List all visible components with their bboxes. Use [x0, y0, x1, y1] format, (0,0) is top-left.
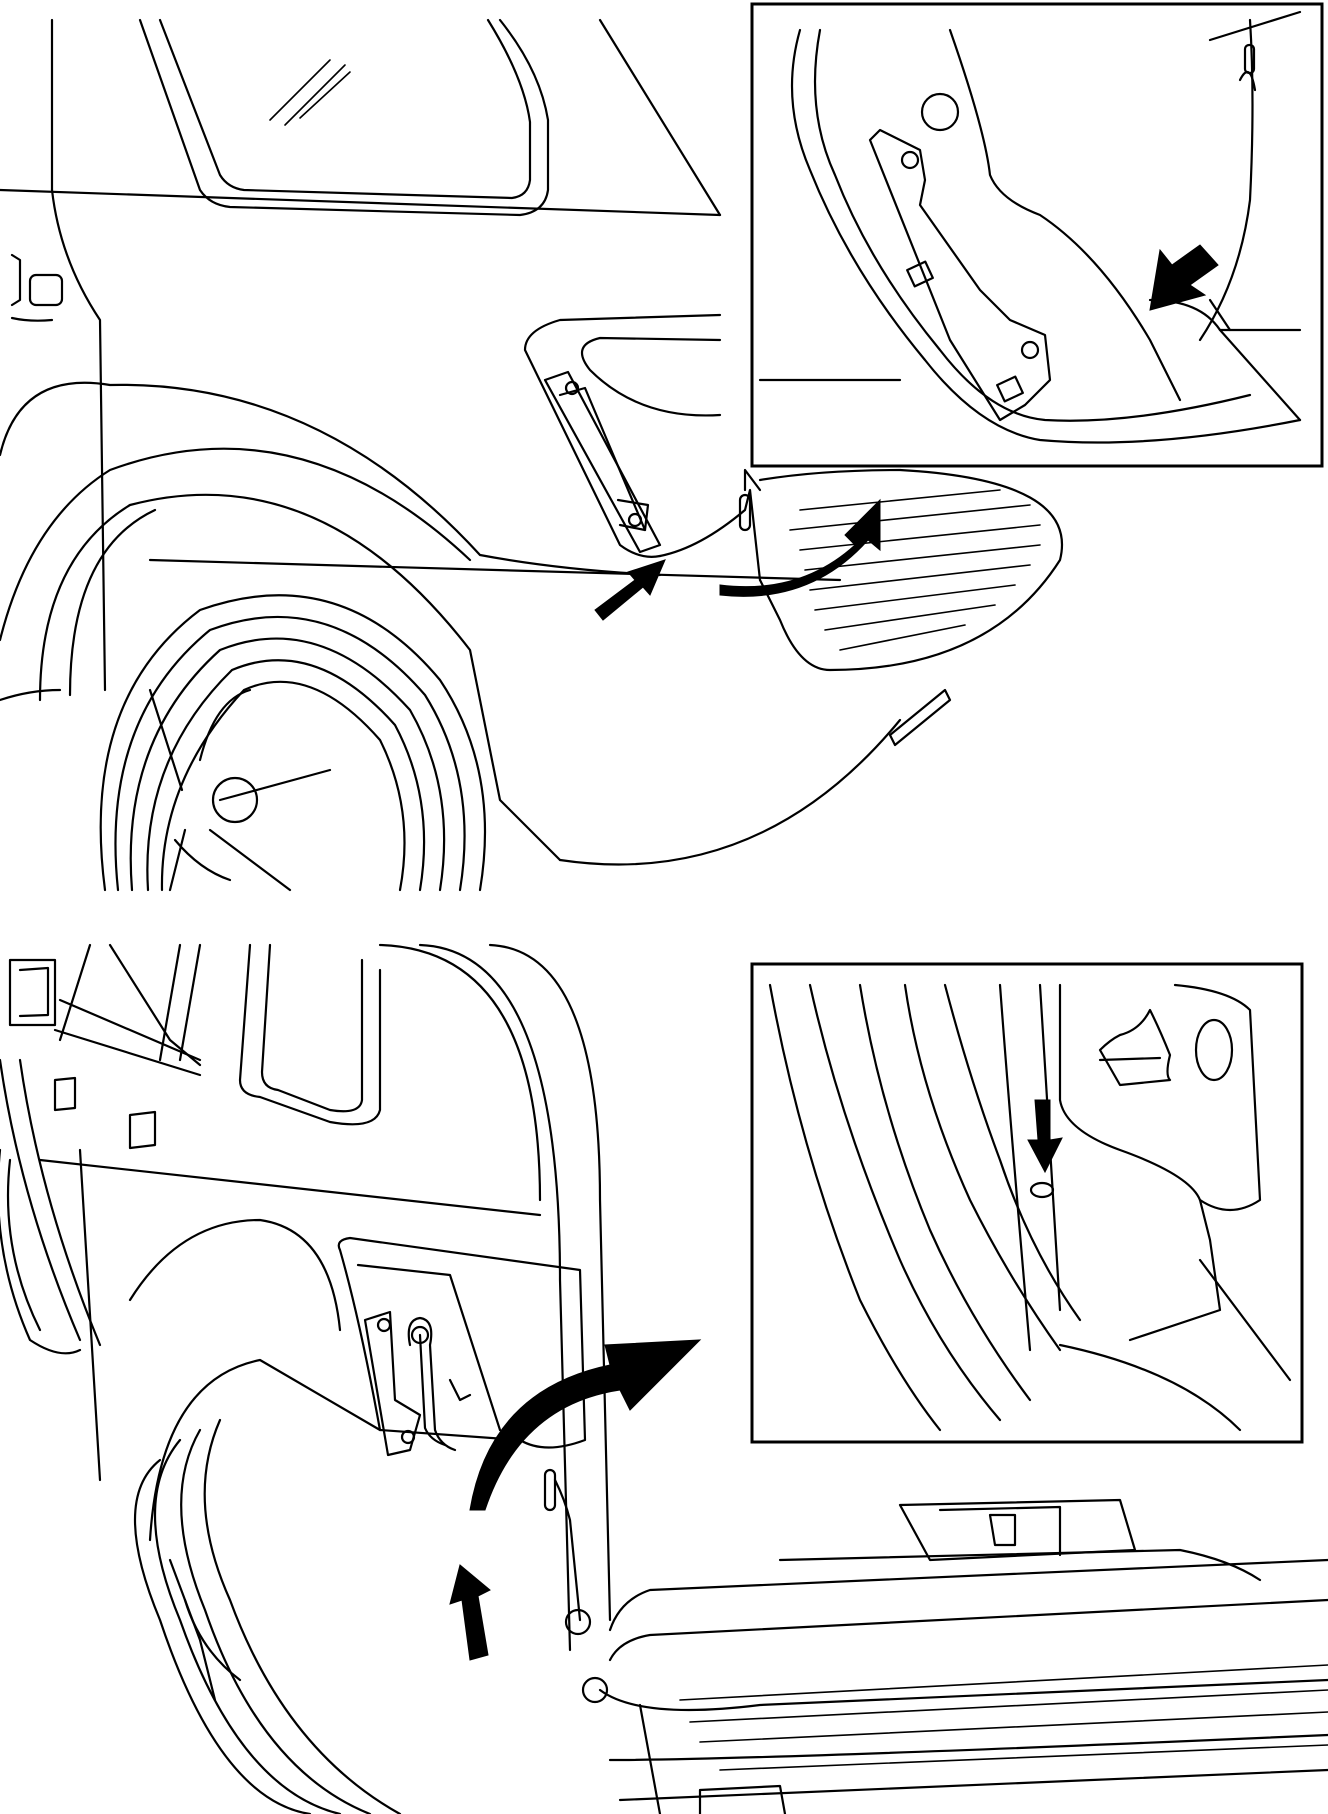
- bottom-inset-detail: [750, 962, 1304, 1444]
- top-inset-arrow-icon: [1149, 244, 1219, 311]
- top-vehicle-body: [0, 18, 1063, 892]
- top-panel: [0, 2, 1324, 892]
- bottom-push-arrow-icon: [449, 1564, 491, 1661]
- bottom-vehicle-body: [0, 943, 1328, 1814]
- bottom-inset-arrow-icon: [1027, 1099, 1063, 1174]
- bottom-curved-arrow-icon: [469, 1339, 702, 1511]
- top-push-arrow-icon: [594, 559, 666, 621]
- top-curved-arrow-icon: [719, 498, 881, 597]
- bottom-panel: [0, 943, 1328, 1814]
- top-inset-detail: [750, 2, 1324, 468]
